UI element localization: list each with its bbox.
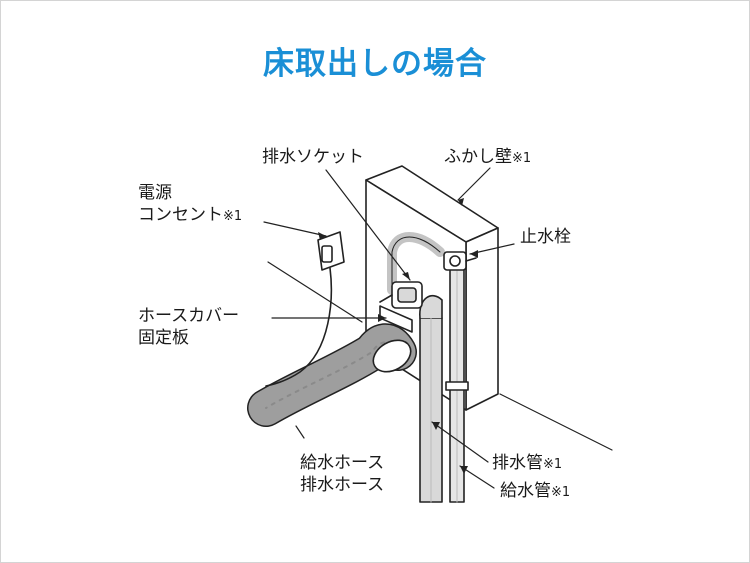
label-false-wall: ふかし壁※1 [444,147,532,167]
label-power-outlet: 電源 コンセント※1 [138,183,243,225]
label-drain-pipe: 排水管※1 [492,453,563,473]
leader-arrowheads [318,198,478,474]
drain-socket [379,281,423,309]
label-hose-cover-plate: ホースカバー 固定板 [138,306,240,348]
label-supply-pipe: 給水管※1 [500,481,571,501]
hoses [247,323,417,427]
label-stop-valve: 止水栓 [520,227,571,247]
page-title: 床取出しの場合 [263,46,487,82]
power-cord [265,267,333,387]
label-hoses: 給水ホース 排水ホース [300,453,385,495]
hose-cover-plate [379,305,413,333]
stop-valve [443,251,477,271]
drain-pipe [419,294,443,503]
label-drain-socket: 排水ソケット [262,147,364,167]
power-outlet [265,231,345,387]
wall-floor-line-right [499,393,613,451]
wall-floor-line-left [267,261,363,323]
